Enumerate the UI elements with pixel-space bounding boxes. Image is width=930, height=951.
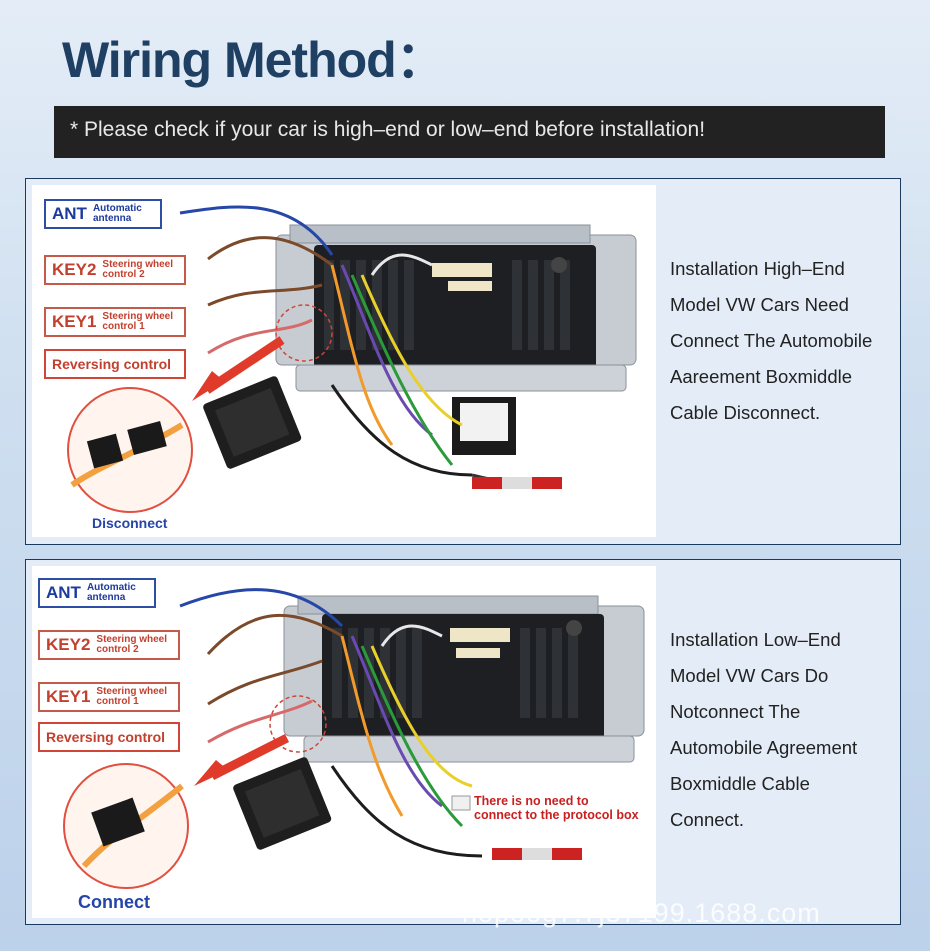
notice-text: * Please check if your car is high–end o…	[70, 118, 706, 141]
reversing-label: Reversing control	[44, 349, 186, 379]
disconnect-caption: Disconnect	[92, 515, 168, 531]
low-end-description: Installation Low–End Model VW Cars Do No…	[670, 629, 858, 830]
wiring-harness-illustration	[63, 588, 645, 889]
connect-caption: Connect	[78, 892, 150, 912]
protocol-box-note: There is no need to connect to the proto…	[474, 794, 639, 822]
watermark: hopoog7.7j37199.1688.com	[462, 898, 821, 928]
reversing-label: Reversing control	[38, 722, 180, 752]
installation-notice: * Please check if your car is high–end o…	[54, 106, 885, 158]
high-end-description: Installation High–End Model VW Cars Need…	[670, 258, 873, 423]
page-title: Wiring Method：	[62, 32, 446, 88]
wiring-harness-illustration	[67, 205, 637, 513]
